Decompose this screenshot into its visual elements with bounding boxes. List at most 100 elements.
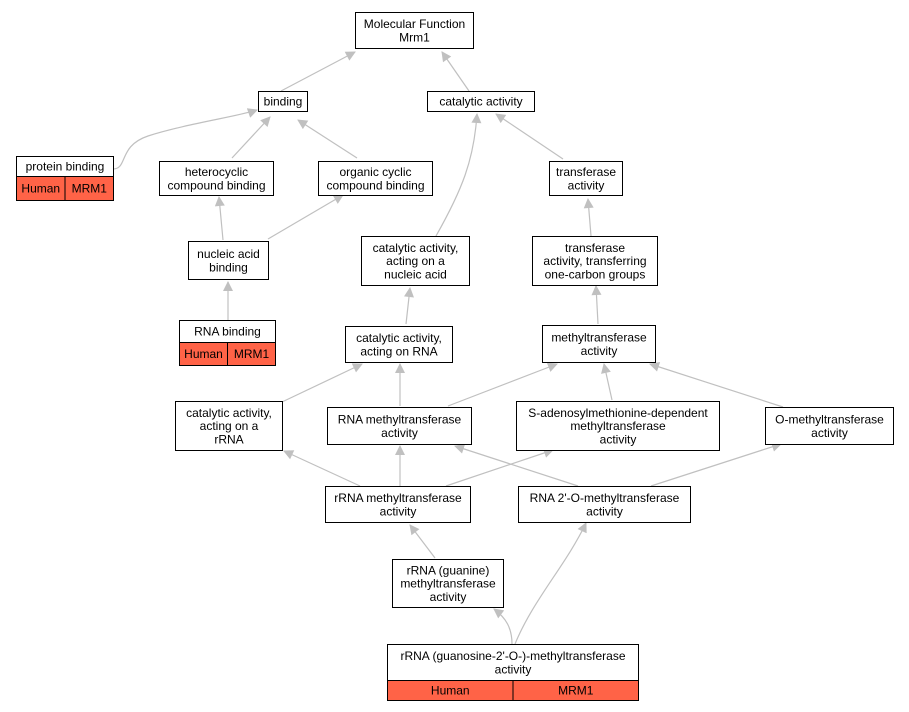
node-box: [188, 241, 269, 280]
node-label-line: nucleic acid: [197, 247, 260, 261]
node-label-line: methyltransferase: [551, 331, 647, 345]
edge-cat-rrna-to-cat-rna: [281, 363, 363, 403]
node-label-line: S-adenosylmethionine-dependent: [528, 406, 708, 420]
edge-rna2o-to-o-mt: [650, 442, 782, 487]
node-label-line: acting on RNA: [360, 344, 437, 358]
node-box: [427, 91, 535, 112]
edge-rrna-guanine-to-rrna-mt: [409, 524, 436, 559]
annotation-gene: MRM1: [558, 684, 594, 698]
node-box: [542, 325, 656, 363]
edge-cat-nucleic-to-catalytic: [435, 113, 482, 237]
node-label-line: RNA 2'-O-methyltransferase: [530, 491, 680, 505]
annotation-species: Human: [431, 684, 470, 698]
node-label-line: methyltransferase: [570, 419, 666, 433]
node-label-line: activity: [586, 504, 623, 518]
node-label-line: Molecular Function: [364, 17, 465, 31]
node-label-line: activity: [495, 662, 532, 676]
node-box: [345, 326, 453, 363]
node-label-line: Mrm1: [399, 30, 430, 44]
edge-rna2o-to-rna-mt: [454, 444, 579, 487]
node-label-line: methyltransferase: [400, 577, 496, 591]
node-box: [392, 559, 504, 608]
node-binding[interactable]: binding: [258, 91, 308, 112]
node-box: [325, 486, 471, 523]
node-label-line: acting on a: [200, 419, 259, 433]
node-box: [159, 161, 274, 196]
node-rrna-guanosine[interactable]: rRNA (guanosine-2'-O-)-methyltransferase…: [387, 644, 639, 701]
node-box: [355, 12, 474, 49]
node-label-line: nucleic acid: [384, 268, 447, 282]
node-box: [532, 236, 658, 286]
annotation-gene: MRM1: [234, 347, 270, 361]
node-label-line: protein binding: [26, 160, 105, 174]
edge-protein-binding-to-binding: [112, 108, 258, 170]
node-label-line: catalytic activity,: [186, 406, 272, 420]
edge-catalytic-to-root: [441, 51, 470, 92]
annotation-species: Human: [184, 347, 223, 361]
node-label-line: activity: [568, 178, 605, 192]
node-label-line: RNA methyltransferase: [338, 413, 462, 427]
node-label-line: rRNA (guanine): [407, 563, 490, 577]
node-label-line: acting on a: [386, 254, 445, 268]
edge-heterocyclic-to-binding: [231, 116, 271, 159]
edge-sam-mt-to-methyltransferase: [601, 363, 613, 401]
edge-rrna-guanosine-to-rrna-guanine: [493, 608, 513, 645]
node-box: [549, 161, 623, 196]
node-box: [516, 401, 720, 451]
node-label-line: activity: [581, 344, 618, 358]
node-catalytic[interactable]: catalytic activity: [427, 91, 535, 112]
node-label-line: rRNA: [214, 433, 243, 447]
node-label-line: rRNA (guanosine-2'-O-)-methyltransferase: [400, 649, 625, 663]
edge-methyltransferase-to-one-carbon: [591, 285, 602, 325]
node-label-line: binding: [264, 95, 303, 109]
edges: [112, 51, 784, 645]
edge-nucleic-acid-binding-to-organic-cyclic: [267, 194, 344, 240]
node-label-line: organic cyclic: [339, 165, 411, 179]
node-label-line: activity: [600, 433, 637, 447]
node-label-line: activity: [811, 426, 848, 440]
edge-transferase-to-catalytic: [495, 113, 564, 160]
node-label-line: compound binding: [326, 178, 424, 192]
annotation-gene: MRM1: [72, 182, 108, 196]
node-box: [327, 407, 472, 445]
node-label-line: binding: [209, 260, 248, 274]
edge-nucleic-acid-binding-to-heterocyclic: [214, 196, 225, 241]
node-label-line: activity: [380, 504, 417, 518]
node-cat-rna[interactable]: catalytic activity,acting on RNA: [345, 326, 453, 363]
node-label-line: activity: [381, 426, 418, 440]
node-label-line: transferase: [556, 165, 616, 179]
node-sam-mt[interactable]: S-adenosylmethionine-dependentmethyltran…: [516, 401, 720, 451]
node-box: [258, 91, 308, 112]
node-label-line: RNA binding: [194, 325, 261, 339]
node-box: [518, 486, 691, 523]
edge-one-carbon-to-transferase: [583, 198, 594, 237]
node-label-line: one-carbon groups: [545, 268, 646, 282]
edge-organic-cyclic-to-binding: [297, 119, 358, 159]
node-box: [765, 407, 894, 445]
edge-rrna-mt-to-sam-mt: [445, 448, 554, 487]
node-label-line: transferase: [565, 241, 625, 255]
node-label-line: rRNA methyltransferase: [334, 491, 462, 505]
edge-rrna-guanosine-to-rna2o: [514, 522, 587, 645]
node-label-line: O-methyltransferase: [775, 413, 884, 427]
node-label-line: activity: [430, 590, 467, 604]
edge-rrna-mt-to-cat-rrna: [283, 450, 361, 487]
